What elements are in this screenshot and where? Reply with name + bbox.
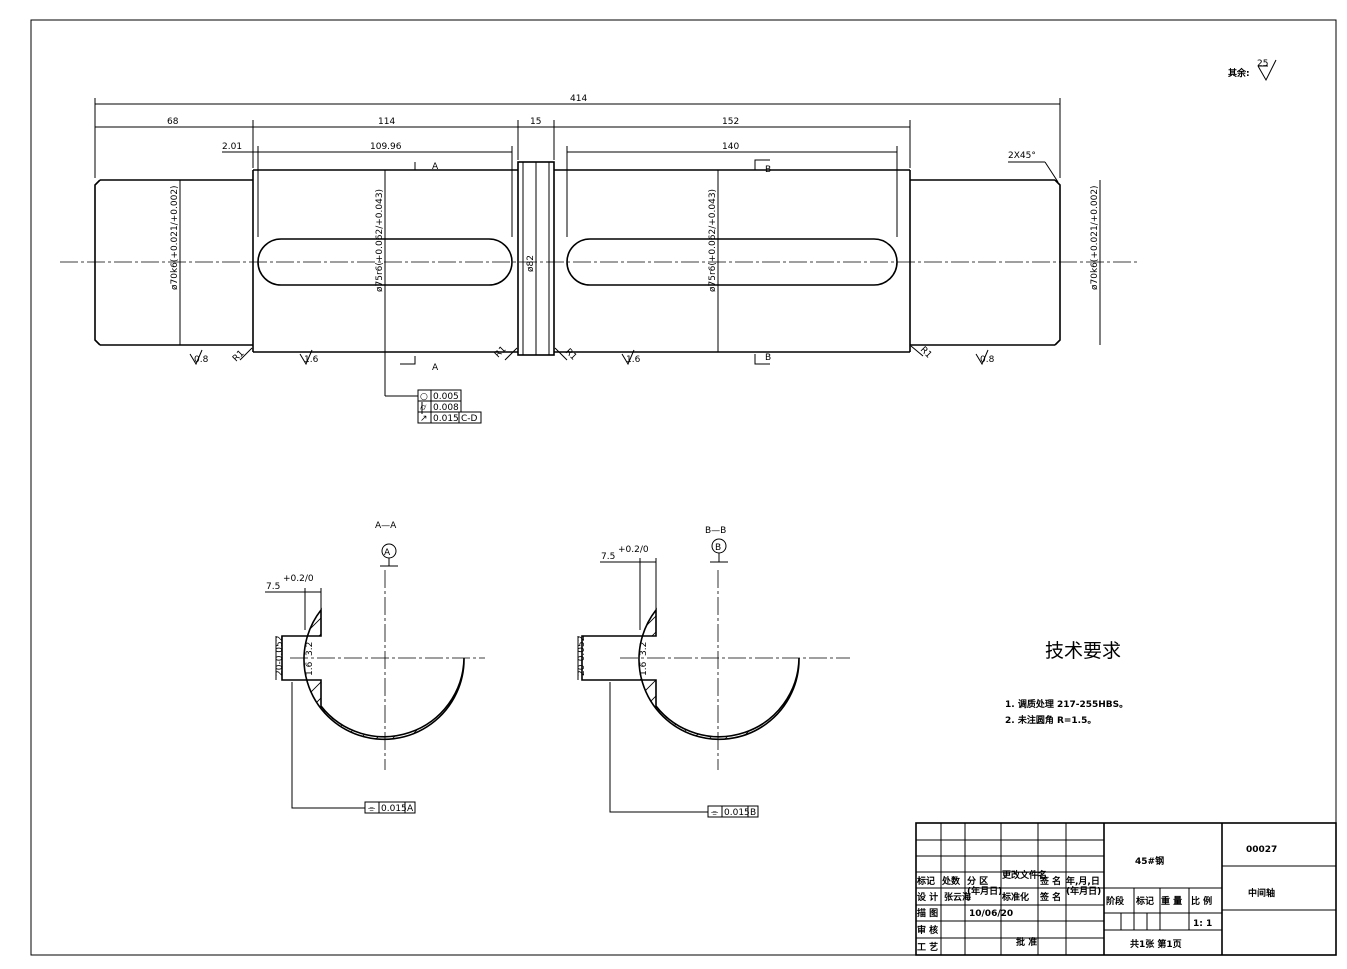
fillet-2: R1	[493, 345, 509, 361]
technical-requirements: 技术要求 1. 调质处理 217-255HBS。 2. 未注圆角 R=1.5。	[1005, 640, 1128, 726]
dim-overall: 414	[570, 94, 587, 104]
hatch-line	[85, 558, 285, 758]
dim-seg4: 152	[722, 117, 739, 127]
tol-symbol-roundness: ○	[420, 392, 428, 402]
section-a-rough-2: 1.6	[305, 661, 315, 676]
tb-std-label: 标准化	[1001, 891, 1029, 903]
roughness-note: 其余: 25	[1228, 59, 1277, 82]
rough-mark-1: 0.8	[194, 355, 209, 365]
tb-stage: 阶段	[1106, 895, 1125, 907]
tb-design-label: 设 计	[917, 891, 938, 903]
tb-header-mark: 标记	[916, 875, 935, 887]
tb-weight: 重 量	[1161, 895, 1182, 907]
tb-process-label: 工 艺	[917, 941, 938, 953]
rough-mark-3: 1.6	[626, 355, 641, 365]
tb-approve-label: 批 准	[1016, 936, 1037, 948]
tb-header-sign: 签 名	[1039, 875, 1061, 887]
tb-scale: 1: 1	[1193, 919, 1212, 929]
hatch-line	[420, 610, 465, 740]
section-mark-b-top: B	[765, 165, 771, 175]
section-a-keyway-depth: 20-0.052	[275, 636, 285, 676]
dim-key1: 109.96	[370, 142, 402, 152]
tolerance-frame: ○ 0.005 ⌭ 0.008 ↗ 0.015 C-D	[384, 352, 482, 424]
tech-req-item-2: 2. 未注圆角 R=1.5。	[1005, 714, 1096, 726]
tb-header-zone: 分 区	[967, 875, 988, 887]
title-material: 45#钢	[1135, 855, 1164, 867]
section-a-title: A—A	[375, 521, 397, 531]
section-b-keyway-tol: +0.2/0	[618, 545, 649, 555]
tb-check-label: 审 核	[917, 924, 938, 936]
tb-header-file: 更改文件名	[1002, 869, 1047, 881]
tb-date-col: (年月日)	[967, 885, 1002, 897]
section-b-datum: B	[715, 543, 721, 553]
dim-dia-mid1: ø75r6(+0.062/+0.043)	[375, 189, 385, 292]
section-a-keyway-width: 7.5	[266, 582, 280, 592]
roughness-note-label: 其余:	[1228, 67, 1250, 79]
tb-date2-label: (年月日)	[1066, 885, 1101, 897]
keyway-2	[566, 238, 898, 286]
fillet-3: R1	[563, 347, 579, 363]
dim-dia-collar: ø82	[526, 255, 536, 272]
tb-sheets: 共1张 第1页	[1130, 938, 1182, 950]
title-code: 00027	[1246, 845, 1277, 855]
dim-seg2: 114	[378, 117, 395, 127]
dim-dia-mid2: ø75r6(+0.062/+0.043)	[708, 189, 718, 292]
section-a-datum: A	[384, 548, 391, 558]
tol-symbol-runout: ↗	[420, 414, 428, 424]
tb-designer: 张云海	[944, 891, 971, 903]
shaft-main-view: ø70k6(+0.021/+0.002) ø75r6(+0.062/+0.043…	[60, 94, 1140, 424]
section-b-b: B—B B 7.5 +0.2/0 20-0.052 3.2 1.6 ⌯ 0.01…	[577, 526, 850, 818]
tb-scale-label: 比 例	[1191, 895, 1212, 907]
fillet-1: R1	[231, 349, 247, 365]
section-mark-b-bottom: B	[765, 353, 771, 363]
section-mark-a-top: A	[432, 162, 439, 172]
dim-key2: 140	[722, 142, 739, 152]
section-a-sym-icon: ⌯	[368, 804, 376, 814]
dim-dia-right: ø70k6(+0.021/+0.002)	[1090, 185, 1100, 290]
roughness-note-value: 25	[1257, 59, 1268, 69]
section-mark-a-bottom: A	[432, 363, 439, 373]
dim-chamfer: 2X45°	[1008, 151, 1036, 161]
tb-header-count: 处数	[941, 875, 961, 887]
section-a-a: A—A A 7.5 +0.2/0 20-0.052 3.2 1.6 ⌯ 0.01…	[85, 521, 485, 814]
section-b-rough-2: 1.6	[639, 661, 649, 676]
section-a-sym-ref: A	[407, 804, 414, 814]
rough-mark-4: 0.8	[980, 355, 995, 365]
dim-seg3: 15	[530, 117, 541, 127]
section-b-rough: 3.2	[639, 642, 649, 656]
hatch-line	[304, 610, 318, 740]
dim-seg1: 68	[167, 117, 179, 127]
section-b-keyway-width: 7.5	[601, 552, 615, 562]
tb-header-date: 年,月,日	[1066, 875, 1100, 887]
dim-offset: 2.01	[222, 142, 242, 152]
section-a-keyway-tol: +0.2/0	[283, 574, 314, 584]
tol-symbol-cylindricity: ⌭	[420, 403, 427, 413]
tech-req-item-1: 1. 调质处理 217-255HBS。	[1005, 698, 1128, 710]
section-b-sym-ref: B	[750, 808, 756, 818]
roughness-marks: 0.8 1.6 1.6 0.8	[189, 349, 995, 366]
section-a-rough: 3.2	[305, 642, 315, 656]
fillet-marks: R1 R1 R1 R1	[231, 345, 933, 365]
rough-mark-2: 1.6	[304, 355, 319, 365]
section-b-title: B—B	[705, 526, 726, 536]
tol-value-cylindricity: 0.008	[433, 403, 459, 413]
section-a-sym-value: 0.015	[381, 804, 407, 814]
section-b-keyway-depth: 20-0.052	[577, 636, 587, 676]
fillet-4: R1	[918, 345, 934, 361]
tb-date: 10/06/20	[969, 909, 1013, 919]
dim-dia-left: ø70k6(+0.021/+0.002)	[170, 185, 180, 290]
tol-value-runout: 0.015	[433, 414, 459, 424]
title-block: 45#钢 00027 中间轴 标记 处数 分 区 更改文件名 签 名 年,月,日…	[915, 822, 1337, 956]
section-b-sym-value: 0.015	[724, 808, 750, 818]
tech-req-title: 技术要求	[1045, 640, 1121, 662]
tol-ref-runout: C-D	[461, 414, 478, 424]
tol-value-roundness: 0.005	[433, 392, 459, 402]
section-b-sym-icon: ⌯	[711, 808, 719, 818]
tb-sign-label: 签 名	[1039, 891, 1061, 903]
title-name: 中间轴	[1248, 887, 1275, 899]
drawing-border	[30, 19, 1337, 956]
tb-draw-label: 描 图	[917, 907, 938, 919]
tb-stage-mark: 标记	[1135, 895, 1154, 907]
